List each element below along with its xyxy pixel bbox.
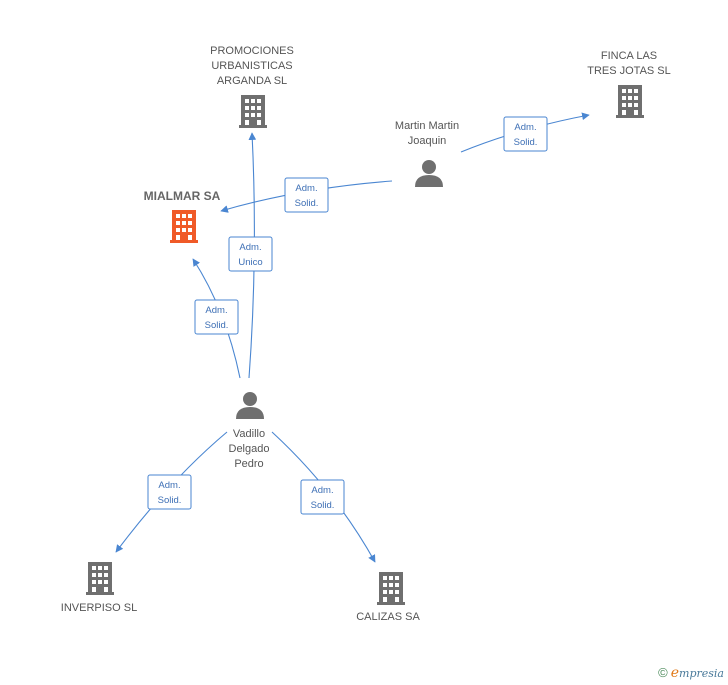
node-label: CALIZAS SA: [356, 611, 420, 623]
node-mialmar[interactable]: MIALMAR SA: [144, 189, 221, 243]
node-label: TRES JOTAS SL: [587, 65, 671, 77]
rel-label-vadillo-calizas[interactable]: Adm. Solid.: [300, 479, 345, 515]
rel-label-vadillo-promociones[interactable]: Adm. Unico: [228, 236, 273, 272]
rel-label-martin-finca[interactable]: Adm. Solid.: [503, 116, 548, 152]
footer-brand: ©empresia: [658, 665, 724, 681]
building-icon: [86, 562, 114, 595]
node-label: Pedro: [234, 458, 263, 470]
svg-text:Solid.: Solid.: [158, 495, 182, 506]
svg-text:Adm.: Adm.: [205, 305, 227, 316]
node-label: ARGANDA SL: [217, 75, 287, 87]
network-diagram: Adm. Solid. Adm. Solid. Adm. Unico Adm. …: [61, 45, 671, 623]
node-label: FINCA LAS: [601, 50, 657, 62]
building-icon: [239, 95, 267, 128]
node-promociones[interactable]: PROMOCIONES URBANISTICAS ARGANDA SL: [210, 45, 294, 128]
svg-text:Unico: Unico: [238, 257, 262, 268]
rel-label-vadillo-inverpiso[interactable]: Adm. Solid.: [147, 474, 192, 510]
node-label: Vadillo: [233, 428, 265, 440]
svg-text:Adm.: Adm.: [295, 183, 317, 194]
copyright-symbol: ©: [658, 665, 668, 680]
node-label: PROMOCIONES: [210, 45, 294, 57]
brand-logo-e: e: [670, 665, 680, 681]
svg-text:Adm.: Adm.: [311, 485, 333, 496]
node-label: MIALMAR SA: [144, 189, 221, 203]
node-martin[interactable]: Martin Martin Joaquin: [395, 120, 459, 187]
rel-label-vadillo-mialmar[interactable]: Adm. Solid.: [194, 299, 239, 335]
node-label: INVERPISO SL: [61, 602, 137, 614]
node-vadillo[interactable]: Vadillo Delgado Pedro: [229, 392, 270, 470]
brand-logo-text: mpresia: [679, 667, 724, 680]
svg-text:Adm.: Adm.: [239, 242, 261, 253]
svg-text:Solid.: Solid.: [311, 500, 335, 511]
building-icon: [377, 572, 405, 605]
svg-text:Adm.: Adm.: [514, 122, 536, 133]
building-icon: [616, 85, 644, 118]
svg-text:Solid.: Solid.: [205, 320, 229, 331]
building-icon: [170, 210, 198, 243]
svg-text:Solid.: Solid.: [295, 198, 319, 209]
node-finca[interactable]: FINCA LAS TRES JOTAS SL: [587, 50, 671, 118]
node-label: Delgado: [229, 443, 270, 455]
svg-text:Adm.: Adm.: [158, 480, 180, 491]
node-inverpiso[interactable]: INVERPISO SL: [61, 562, 137, 614]
svg-text:Solid.: Solid.: [514, 137, 538, 148]
person-icon: [415, 160, 443, 187]
node-label: Joaquin: [408, 135, 447, 147]
node-calizas[interactable]: CALIZAS SA: [356, 572, 420, 623]
person-icon: [236, 392, 264, 419]
rel-label-martin-mialmar[interactable]: Adm. Solid.: [284, 177, 329, 213]
node-label: URBANISTICAS: [211, 60, 292, 72]
node-label: Martin Martin: [395, 120, 459, 132]
